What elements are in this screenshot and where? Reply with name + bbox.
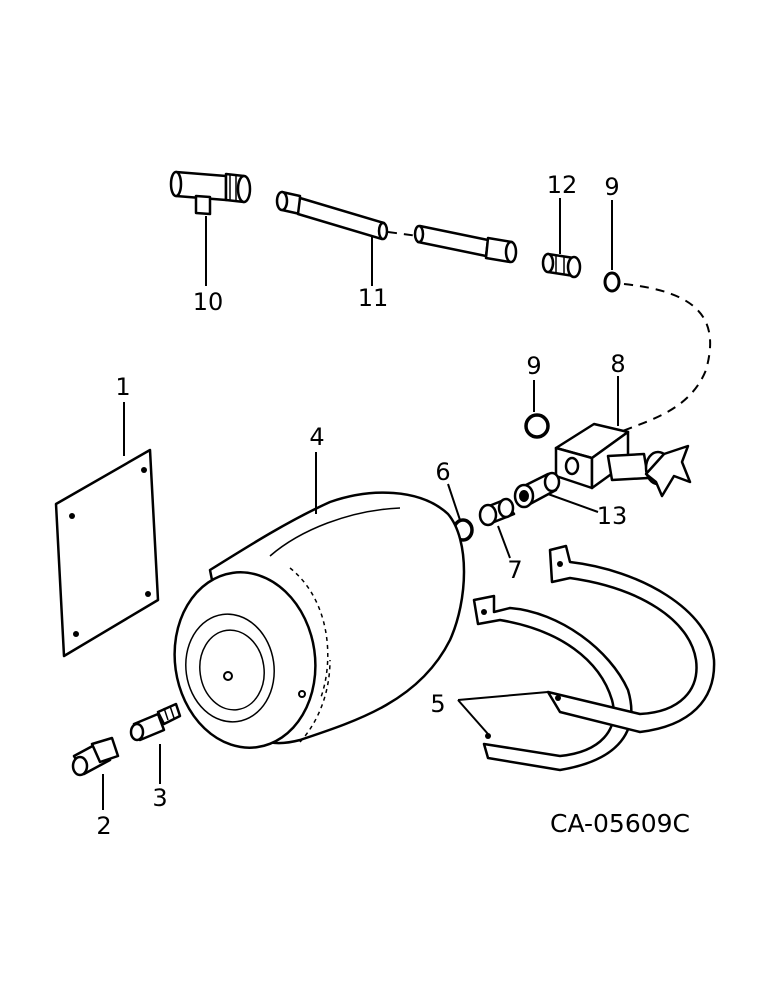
o-ring-upper bbox=[603, 271, 621, 293]
callout-7: 7 bbox=[507, 556, 522, 584]
tank-straps bbox=[472, 544, 716, 772]
callout-8: 8 bbox=[610, 350, 625, 378]
callout-2: 2 bbox=[96, 812, 111, 840]
drain-valve bbox=[554, 422, 692, 498]
leader-lines bbox=[102, 198, 619, 810]
callout-13: 13 bbox=[597, 502, 628, 530]
mounting-plate bbox=[54, 448, 160, 658]
adapter-fitting bbox=[541, 252, 582, 279]
o-ring-lower bbox=[524, 413, 550, 439]
figure-code: CA-05609C bbox=[550, 809, 690, 838]
air-tank bbox=[173, 491, 466, 749]
assembly-path-line bbox=[619, 283, 711, 433]
callout-11: 11 bbox=[358, 284, 389, 312]
callout-6: 6 bbox=[435, 458, 450, 486]
tank-fitting bbox=[129, 702, 182, 742]
callout-10: 10 bbox=[193, 288, 224, 316]
callout-4: 4 bbox=[309, 423, 324, 451]
callout-5: 5 bbox=[430, 690, 445, 718]
valve-adapter bbox=[513, 471, 561, 509]
callout-12: 12 bbox=[547, 171, 578, 199]
tube-assembly bbox=[275, 190, 518, 264]
callout-9-upper: 9 bbox=[604, 173, 619, 201]
drain-cock bbox=[71, 736, 120, 777]
callout-3: 3 bbox=[152, 784, 167, 812]
callout-9-lower: 9 bbox=[526, 352, 541, 380]
bushing bbox=[478, 497, 516, 527]
callout-1: 1 bbox=[115, 373, 130, 401]
tee-fitting bbox=[169, 170, 252, 216]
